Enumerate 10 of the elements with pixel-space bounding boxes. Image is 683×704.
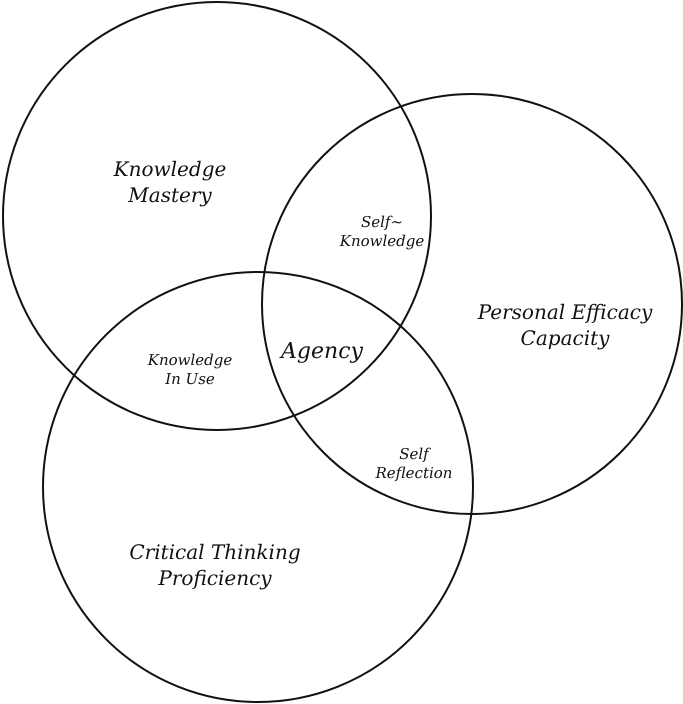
circle-label: Critical Thinking Proficiency — [128, 539, 302, 591]
overlap-label: Self Reflection — [374, 444, 454, 484]
venn-circle — [2, 1, 432, 431]
circle-label: Personal Efficacy Capacity — [476, 299, 654, 351]
venn-circle — [261, 93, 683, 515]
overlap-label: Self~ Knowledge — [338, 212, 426, 252]
overlap-label: Agency — [278, 338, 364, 366]
circle-label: Knowledge Mastery — [112, 156, 228, 208]
overlap-label: Knowledge In Use — [146, 350, 234, 390]
venn-circle — [42, 271, 474, 703]
